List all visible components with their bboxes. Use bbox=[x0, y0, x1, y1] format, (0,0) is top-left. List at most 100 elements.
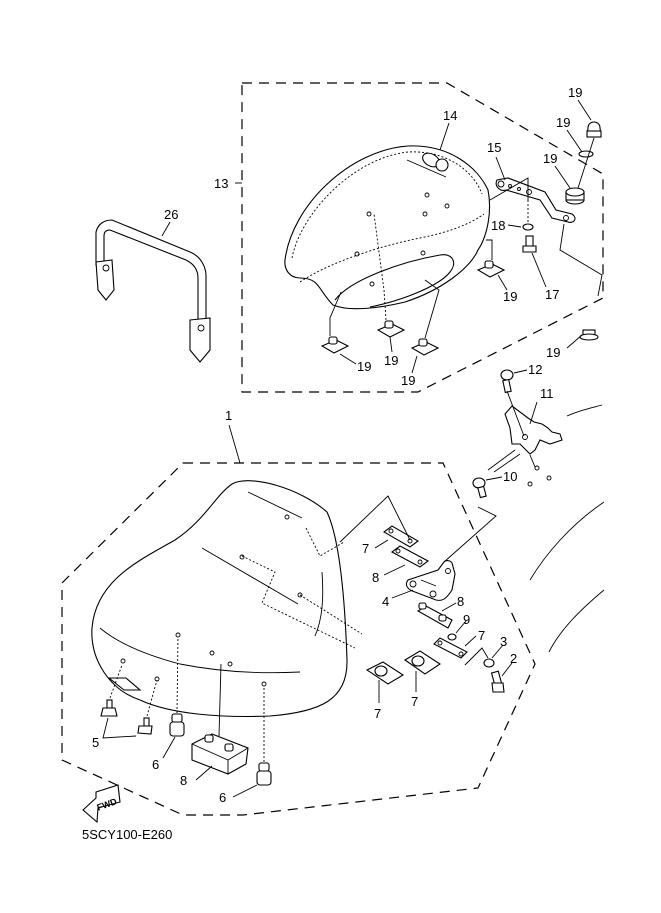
callout-21[interactable]: 18 bbox=[491, 218, 505, 233]
nut-plate-19-b bbox=[376, 320, 406, 338]
callout-19-c[interactable]: 19 bbox=[401, 373, 415, 388]
callout-7-b[interactable]: 7 bbox=[411, 694, 418, 709]
callout-8-a[interactable]: 7 bbox=[362, 541, 369, 556]
bracket-18 bbox=[495, 177, 576, 223]
callout-19-d[interactable]: 19 bbox=[503, 289, 517, 304]
callout-5[interactable]: 5 bbox=[92, 735, 99, 750]
leader-2 bbox=[501, 662, 513, 677]
damper-5-a bbox=[100, 699, 118, 717]
leader-1 bbox=[228, 424, 241, 464]
callout-2[interactable]: 2 bbox=[510, 651, 517, 666]
washer-3 bbox=[483, 658, 495, 668]
leader-21 bbox=[507, 224, 522, 228]
callout-19-b[interactable]: 19 bbox=[384, 353, 398, 368]
leader-15 bbox=[513, 369, 528, 374]
callout-16[interactable]: 13 bbox=[214, 176, 228, 191]
callout-6-a[interactable]: 6 bbox=[152, 757, 159, 772]
nut-24 bbox=[579, 329, 599, 341]
callout-7-a[interactable]: 7 bbox=[374, 706, 381, 721]
damper-22 bbox=[565, 187, 585, 205]
leader-5 bbox=[102, 717, 137, 739]
leader-23 bbox=[577, 99, 592, 121]
stud-plate-10 bbox=[416, 602, 453, 629]
leader-24 bbox=[566, 334, 583, 349]
bolt-13 bbox=[472, 477, 487, 499]
leader-19-d bbox=[497, 274, 508, 291]
frame-outline-3 bbox=[548, 589, 605, 653]
callout-15[interactable]: 12 bbox=[528, 362, 542, 377]
callout-22[interactable]: 19 bbox=[543, 151, 557, 166]
seat-bracket-14 bbox=[504, 390, 563, 455]
frame-outline-1 bbox=[566, 404, 603, 417]
callout-11[interactable]: 8 bbox=[180, 773, 187, 788]
leader-4 bbox=[391, 589, 414, 599]
plate-8-b bbox=[433, 637, 468, 659]
callout-1[interactable]: 1 bbox=[225, 408, 232, 423]
callout-24[interactable]: 19 bbox=[546, 345, 560, 360]
nut-plate-19-c bbox=[410, 338, 440, 356]
leader-18 bbox=[495, 156, 506, 181]
rear-seat-group-boundary bbox=[241, 82, 604, 393]
damper-6-a bbox=[169, 713, 185, 737]
bolt-2 bbox=[490, 670, 505, 693]
nut-plate-19-a bbox=[320, 336, 350, 354]
seat-tab bbox=[107, 677, 142, 691]
grab-bar-26 bbox=[95, 219, 211, 363]
washer-25 bbox=[578, 150, 594, 158]
callout-12[interactable]: 9 bbox=[463, 612, 470, 627]
callout-10[interactable]: 8 bbox=[457, 594, 464, 609]
plate-8-a bbox=[383, 525, 419, 548]
diagram-code: 5SCY100-E260 bbox=[82, 827, 172, 842]
damper-5-b bbox=[137, 717, 153, 735]
cap-nut-23 bbox=[586, 121, 602, 138]
callout-14[interactable]: 11 bbox=[540, 386, 554, 401]
frame-outline-2 bbox=[529, 501, 605, 581]
leader-11 bbox=[195, 765, 213, 781]
callout-4[interactable]: 4 bbox=[382, 594, 389, 609]
bolt-20 bbox=[522, 235, 537, 253]
leader-20 bbox=[531, 252, 547, 288]
callout-8-b[interactable]: 7 bbox=[478, 628, 485, 643]
leader-3 bbox=[491, 644, 504, 659]
callout-20[interactable]: 17 bbox=[545, 287, 559, 302]
leader-6-b bbox=[232, 784, 258, 798]
callout-25[interactable]: 19 bbox=[556, 115, 570, 130]
leader-8-a bbox=[374, 539, 389, 549]
plate-9 bbox=[390, 545, 430, 568]
callout-19-a[interactable]: 19 bbox=[357, 359, 371, 374]
leader-13 bbox=[485, 476, 503, 481]
bracket-4 bbox=[405, 560, 456, 601]
leader-10 bbox=[441, 602, 457, 612]
leader-19-b bbox=[389, 336, 393, 353]
leader-14 bbox=[529, 401, 538, 425]
leader-6-a bbox=[162, 736, 176, 759]
callout-26[interactable]: 26 bbox=[164, 207, 178, 222]
grommet-17 bbox=[422, 152, 449, 172]
collar-12 bbox=[447, 633, 457, 641]
nut-plate-19-d bbox=[476, 260, 506, 278]
washer-21 bbox=[522, 223, 534, 231]
leader-17 bbox=[439, 122, 450, 151]
leader-8-b bbox=[464, 635, 477, 647]
leader-19-a bbox=[339, 353, 357, 365]
damper-6-b bbox=[256, 762, 272, 786]
leader-26 bbox=[161, 221, 171, 237]
leader-9 bbox=[383, 564, 406, 576]
leader-19-c bbox=[411, 355, 418, 374]
front-seat bbox=[91, 480, 363, 718]
callout-23[interactable]: 19 bbox=[568, 85, 582, 100]
nut-plate-7-a bbox=[365, 661, 405, 685]
callout-9[interactable]: 8 bbox=[372, 570, 379, 585]
callout-13[interactable]: 10 bbox=[503, 469, 517, 484]
rear-seat bbox=[284, 145, 491, 310]
leader-22 bbox=[554, 165, 571, 189]
front-seat-group-boundary bbox=[61, 462, 536, 816]
callout-6-b[interactable]: 6 bbox=[219, 790, 226, 805]
callout-17[interactable]: 14 bbox=[443, 108, 457, 123]
callout-18[interactable]: 15 bbox=[487, 140, 501, 155]
forward-direction-badge: FWD bbox=[82, 784, 121, 824]
leader-12 bbox=[455, 620, 467, 634]
callout-3[interactable]: 3 bbox=[500, 634, 507, 649]
leader-25 bbox=[566, 129, 583, 153]
